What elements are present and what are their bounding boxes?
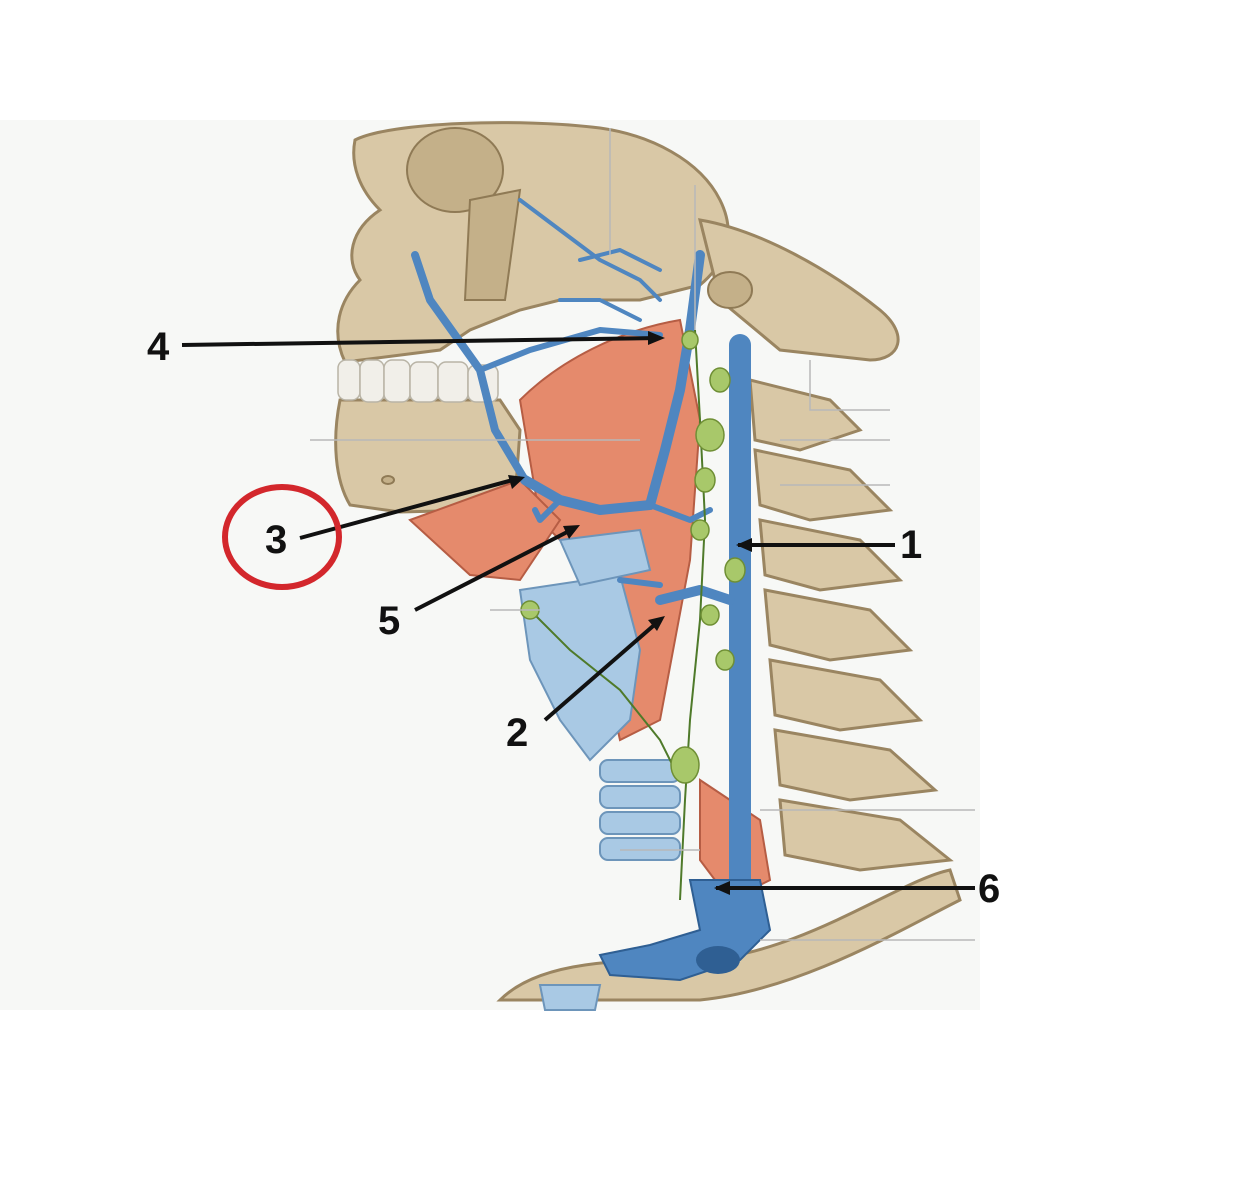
larynx-trachea: [518, 528, 681, 861]
label-5: 5: [378, 599, 400, 643]
arrowhead-1: [736, 538, 752, 552]
teeth: [337, 359, 499, 403]
label-6: 6: [978, 867, 1000, 911]
number-labels: 1 2 3 4 5 6: [147, 325, 1000, 911]
leader-4: [181, 336, 661, 347]
arrowhead-6: [714, 881, 730, 895]
label-3: 3: [265, 518, 287, 562]
arrowhead-5: [563, 525, 580, 539]
label-4: 4: [147, 325, 170, 369]
arrowhead-2: [648, 616, 665, 631]
leader-5: [414, 526, 576, 612]
highlight-circle: [222, 484, 342, 590]
vein-opening: [696, 946, 740, 974]
cervical-spine: [748, 378, 954, 872]
arrowhead-3: [508, 475, 525, 489]
guide-lines: [310, 128, 975, 941]
label-1: 1: [900, 523, 922, 567]
leader-lines: [181, 331, 975, 895]
jugular-veins: [411, 198, 772, 982]
arrowhead-4: [648, 331, 665, 345]
leader-2: [543, 618, 662, 722]
label-2: 2: [506, 711, 528, 755]
lymph-nodes: [520, 329, 746, 901]
